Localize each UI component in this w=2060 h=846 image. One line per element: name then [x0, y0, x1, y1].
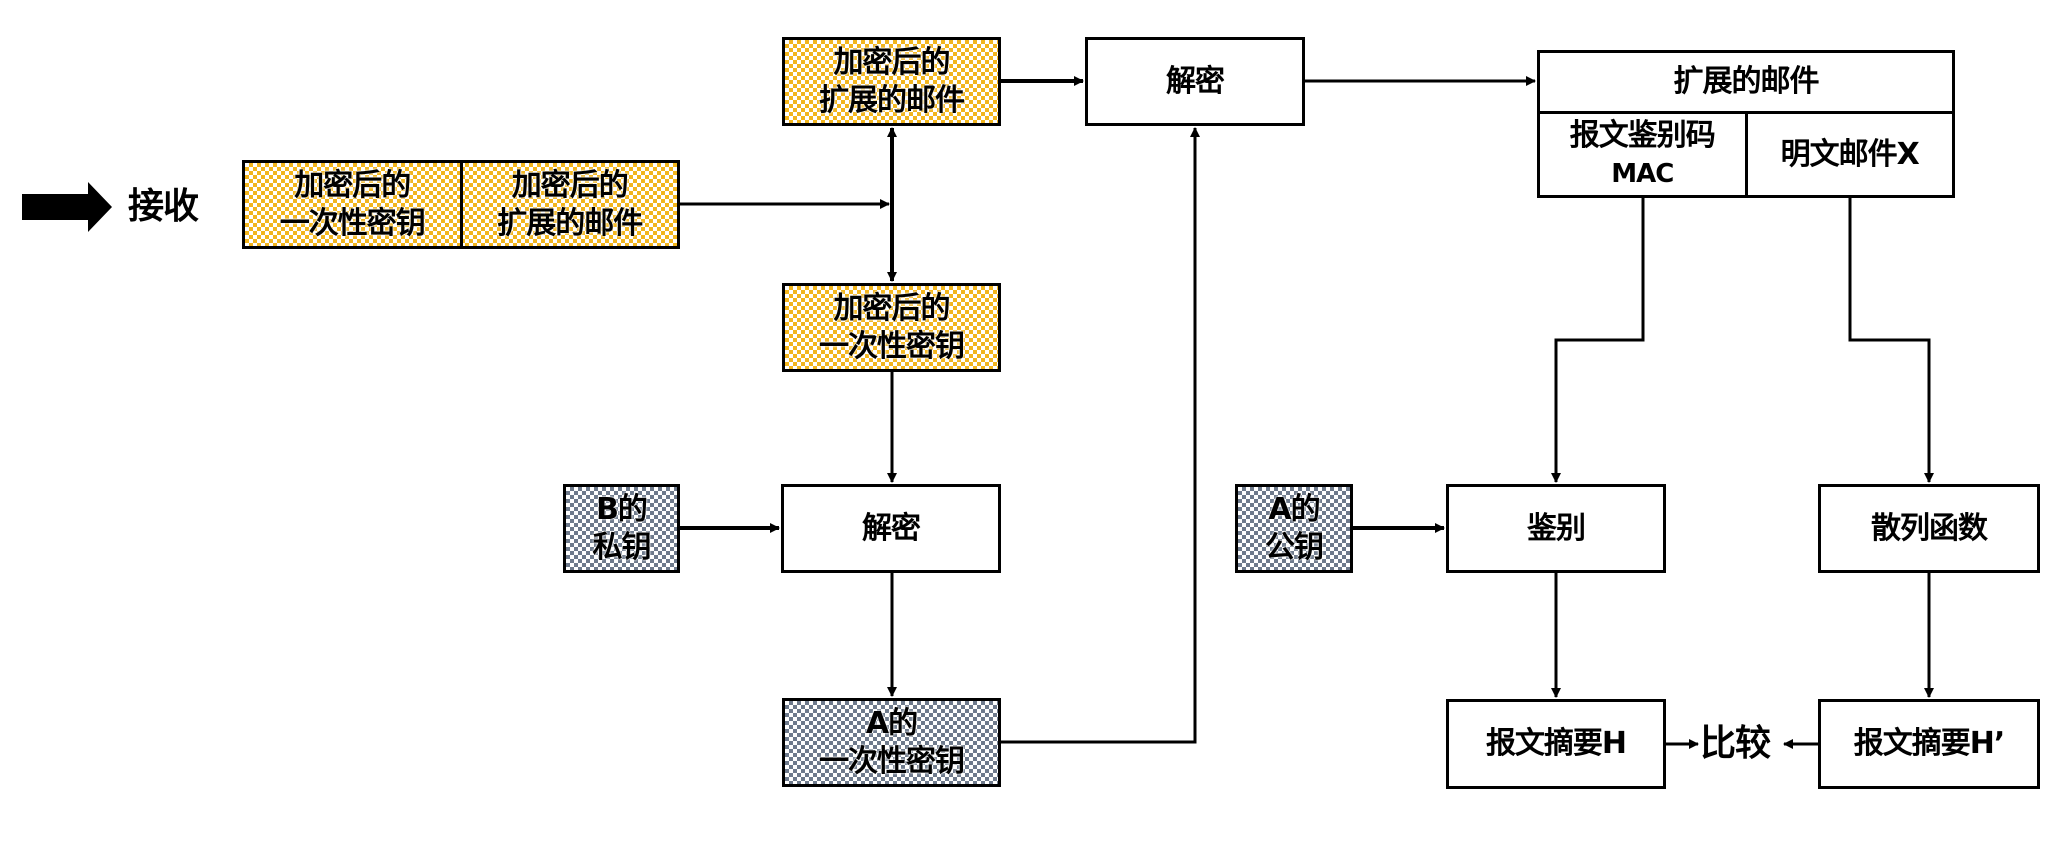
plaintext-label: 明文邮件X — [1780, 136, 1920, 172]
encrypted-key-text: 加密后的 一次性密钥 — [819, 290, 965, 364]
extended-mail-title-cell: 扩展的邮件 — [1540, 53, 1952, 114]
b-private-key-box: B的 私钥 — [563, 484, 680, 573]
arrow-onetime-key-to-decrypt — [1001, 127, 1200, 744]
received-package: 加密后的 一次性密钥 加密后的 扩展的邮件 — [242, 160, 680, 249]
encrypted-mail-box: 加密后的 扩展的邮件 — [782, 37, 1001, 126]
receive-label: 接收 — [128, 186, 199, 227]
decrypt-key-box: 解密 — [781, 484, 1001, 573]
authenticate-text: 鉴别 — [1527, 510, 1586, 546]
mac-abbr: MAC — [1611, 158, 1674, 189]
digest-h-box: 报文摘要H — [1446, 699, 1666, 789]
hash-function-box: 散列函数 — [1818, 484, 2040, 573]
mac-cell: 报文鉴别码 MAC — [1540, 114, 1748, 195]
big-right-arrow-icon — [22, 182, 112, 232]
mac-label: 报文鉴别码 — [1569, 117, 1716, 153]
received-encrypted-key-text: 加密后的 一次性密钥 — [279, 167, 426, 241]
hash-function-text: 散列函数 — [1871, 510, 1988, 546]
arrow-mac-to-authenticate — [1551, 196, 1645, 483]
extended-mail-title: 扩展的邮件 — [1673, 64, 1820, 99]
a-public-key-text: A的 公钥 — [1265, 491, 1324, 565]
digest-h-prime-text: 报文摘要H’ — [1853, 726, 2006, 761]
digest-h-text: 报文摘要H — [1485, 726, 1627, 761]
extended-mail-parts: 报文鉴别码 MAC 明文邮件X — [1540, 114, 1952, 195]
plaintext-cell: 明文邮件X — [1748, 114, 1953, 195]
a-one-time-key-box: A的 一次性密钥 — [782, 698, 1001, 787]
arrow-plaintext-to-hash — [1848, 196, 1934, 483]
encrypted-key-box: 加密后的 一次性密钥 — [782, 283, 1001, 372]
compare-label: 比较 — [1700, 723, 1771, 764]
encrypted-mail-text: 加密后的 扩展的邮件 — [819, 44, 965, 118]
b-private-key-text: B的 私钥 — [592, 491, 652, 565]
a-public-key-box: A的 公钥 — [1235, 484, 1353, 573]
a-one-time-key-text: A的 一次性密钥 — [819, 705, 965, 779]
decrypt-mail-text: 解密 — [1166, 63, 1225, 99]
extended-mail-box: 扩展的邮件 报文鉴别码 MAC 明文邮件X — [1537, 50, 1955, 198]
decrypt-key-text: 解密 — [862, 510, 921, 546]
received-encrypted-mail-cell: 加密后的 扩展的邮件 — [459, 163, 678, 246]
digest-h-prime-box: 报文摘要H’ — [1818, 699, 2040, 789]
authenticate-box: 鉴别 — [1446, 484, 1666, 573]
received-encrypted-mail-text: 加密后的 扩展的邮件 — [497, 167, 643, 241]
decrypt-mail-box: 解密 — [1085, 37, 1305, 126]
received-encrypted-key-cell: 加密后的 一次性密钥 — [245, 163, 460, 246]
